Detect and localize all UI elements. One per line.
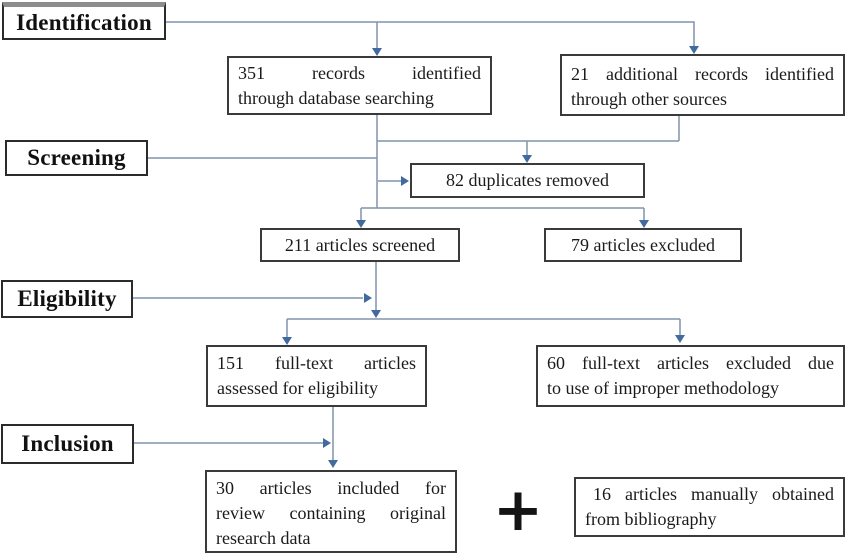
- box-text-line: from bibliography: [585, 509, 717, 529]
- connector-merge-duplicates: [376, 115, 680, 155]
- arrowhead-icon: [522, 155, 532, 163]
- box-duplicates-removed: 82 duplicates removed: [410, 163, 645, 198]
- arrowhead-icon: [372, 48, 382, 56]
- arrowhead-icon: [328, 460, 338, 468]
- arrowhead-icon: [689, 46, 699, 54]
- box-text-line: assessed for eligibility: [217, 378, 378, 398]
- plus-symbol: +: [492, 475, 544, 545]
- box-text-line: 79 articles excluded: [571, 234, 715, 255]
- connector-split-fulltext: [286, 318, 681, 337]
- arrowhead-icon: [356, 220, 366, 228]
- box-text-line: 30 articles included for: [216, 478, 446, 498]
- arrowhead-icon: [371, 310, 381, 318]
- box-fulltext-assessed: 151 full-text articles assessed for eligi…: [206, 345, 427, 407]
- box-text-line: 351 records identified: [238, 63, 481, 83]
- box-text-line: 151 full-text articles: [217, 353, 416, 373]
- box-text-line: 60 full-text articles excluded due: [547, 353, 834, 373]
- arrowhead-icon: [282, 337, 292, 345]
- box-text-line: to use of improper methodology: [547, 378, 779, 398]
- stage-label-inclusion: Inclusion: [1, 424, 134, 464]
- arrowhead-icon: [639, 220, 649, 228]
- box-text-line: 82 duplicates removed: [446, 170, 609, 190]
- box-text-line: 16 articles manually obtained: [593, 484, 834, 504]
- box-additional-records-other-sources: 21 additional records identified through …: [560, 54, 845, 116]
- box-articles-excluded: 79 articles excluded: [544, 228, 742, 262]
- box-records-identified-database: 351 records identified through database s…: [227, 56, 492, 115]
- box-articles-screened: 211 articles screened: [260, 228, 460, 262]
- arrowhead-icon: [323, 438, 331, 448]
- box-fulltext-excluded: 60 full-text articles excluded due to use…: [536, 345, 845, 407]
- stage-label-screening: Screening: [5, 140, 148, 176]
- stage-label-identification: Identification: [2, 2, 166, 40]
- stage-label-eligibility: Eligibility: [1, 280, 133, 318]
- box-text-line: 21 additional records identified: [571, 64, 834, 84]
- box-text-line: through database searching: [238, 88, 434, 108]
- box-text-line: 211 articles screened: [284, 234, 436, 255]
- connector-split-screened: [360, 207, 645, 220]
- arrowhead-icon: [675, 335, 685, 343]
- box-text-line: research data: [216, 528, 311, 548]
- box-manually-obtained: 16 articles manually obtained from biblio…: [574, 477, 845, 537]
- box-text-line: review containing original: [216, 503, 446, 523]
- box-text-line: through other sources: [571, 89, 727, 109]
- arrowhead-icon: [364, 293, 372, 303]
- arrowhead-icon: [401, 176, 409, 186]
- connector-identification-rail: [164, 21, 695, 46]
- box-included-for-review: 30 articles included for review containin…: [205, 470, 457, 553]
- connector-screening-rail: [148, 141, 378, 208]
